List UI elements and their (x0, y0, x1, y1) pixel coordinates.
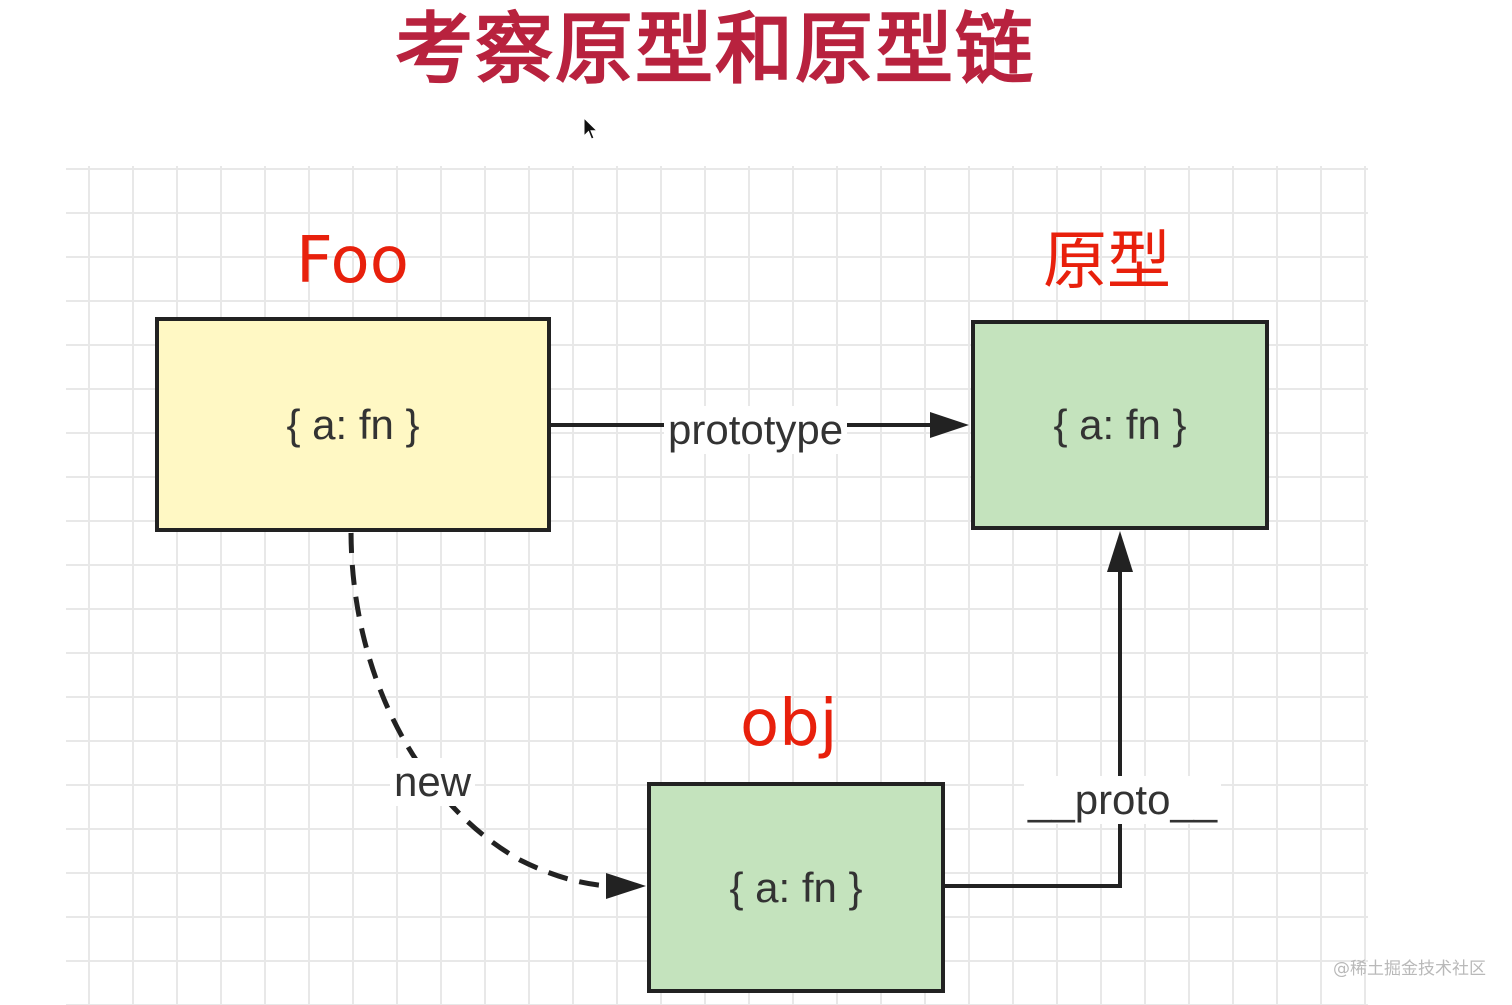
edge-label-proto: __proto__ (1024, 776, 1222, 824)
edge-label-prototype: prototype (664, 406, 848, 454)
obj-box-content: { a: fn } (729, 863, 863, 911)
foo-title: Foo (296, 224, 409, 298)
prototype-box-content: { a: fn } (1053, 401, 1187, 448)
foo-box-content: { a: fn } (286, 400, 420, 448)
edge-label-new: new (390, 758, 476, 806)
obj-box: { a: fn } (647, 782, 945, 993)
slide-title: 考察原型和原型链 (394, 5, 1035, 95)
foo-box: { a: fn } (155, 317, 551, 532)
obj-title: obj (740, 687, 838, 761)
mouse-cursor-icon (583, 117, 599, 140)
prototype-title: 原型 (1043, 225, 1171, 299)
prototype-box: { a: fn } (971, 320, 1269, 530)
edge-proto (945, 531, 1133, 888)
watermark: @稀土掘金技术社区 (1333, 959, 1486, 979)
edge-new (348, 532, 646, 899)
